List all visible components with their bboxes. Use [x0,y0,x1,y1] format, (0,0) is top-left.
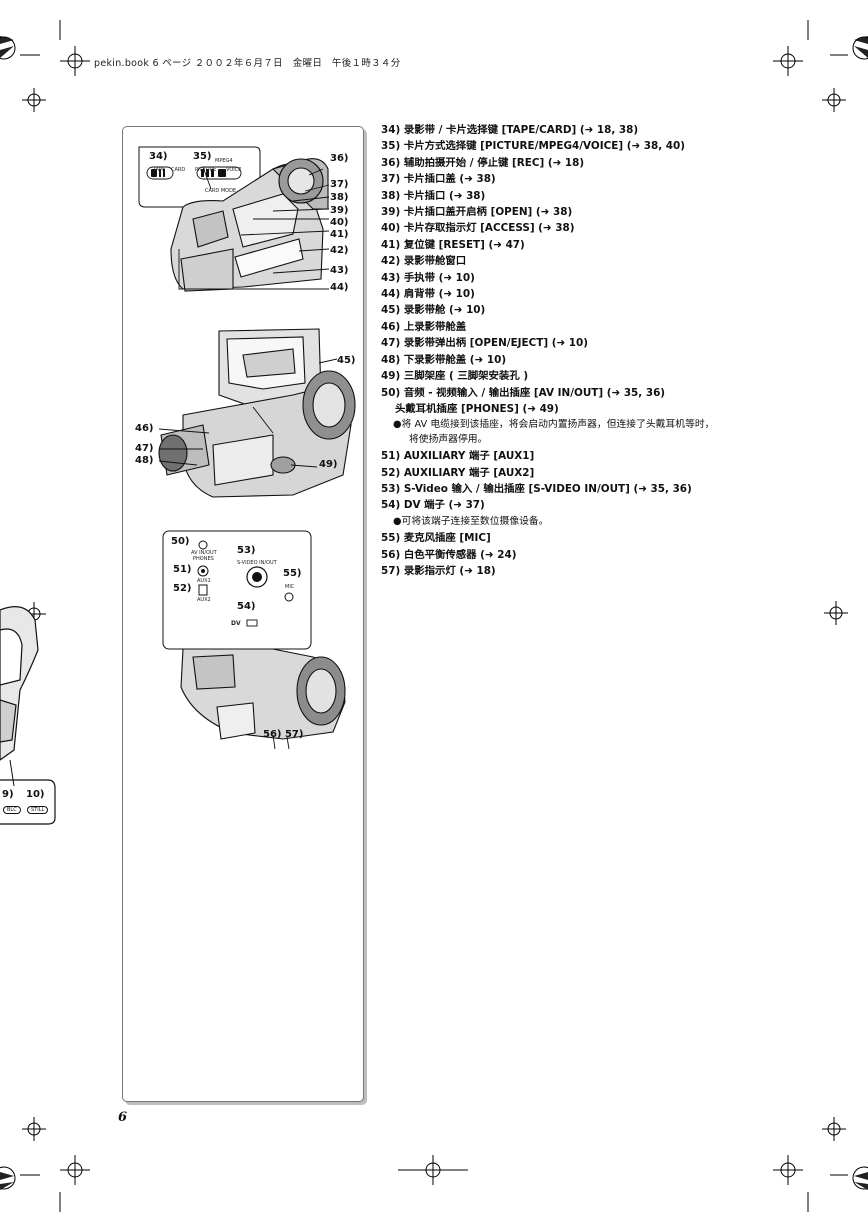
list-note-continued: 将使扬声器停用。 [409,433,488,445]
callout-39: 39) [330,205,349,216]
label-dv: DV [231,620,241,627]
callout-48: 48) [135,455,154,466]
list-item: 50) 音频 - 视频输入 / 输出插座 [AV IN/OUT] (➜ 35, … [381,386,666,399]
list-item: 57) 录影指示灯 (➜ 18) [381,564,496,577]
callout-35: 35) [193,151,212,162]
list-note: ●可将该端子连接至数位摄像设备。 [393,515,549,527]
list-item: 34) 录影带 / 卡片选择键 [TAPE/CARD] (➜ 18, 38) [381,124,639,136]
callout-37: 37) [330,179,349,190]
camcorder-top-figure [138,146,330,292]
label-card: CARD [171,167,186,173]
list-item: 39) 卡片插口盖开启柄 [OPEN] (➜ 38) [381,206,573,219]
page-number: 6 [118,1110,128,1125]
callout-47: 47) [135,443,154,454]
list-item: 52) AUXILIARY 端子 [AUX2] [381,466,535,479]
label-mpeg4: MPEG4 [215,158,233,164]
list-item: 37) 卡片插口盖 (➜ 38) [381,173,496,186]
callout-46: 46) [135,423,154,434]
label-mic: MIC [285,584,295,590]
label-card-mode: CARD MODE [205,188,237,194]
camcorder-rear-figure [158,328,356,498]
callout-55: 55) [283,568,302,579]
connector-figure [162,530,346,750]
callout-45: 45) [337,355,356,366]
list-item: 45) 录影带舱 (➜ 10) [381,304,486,317]
label-picture: PICTURE [195,167,217,173]
figure-panel: 34) 35) MPEG4 TAPE CARD PICTURE VOICE CA… [122,126,364,1102]
callout-50: 50) [171,536,190,547]
callout-49: 49) [319,459,338,470]
list-subitem: 头戴耳机插座 [PHONES] (➜ 49) [395,402,559,415]
list-item: 43) 手执带 (➜ 10) [381,271,475,284]
list-item: 41) 复位键 [RESET] (➜ 47) [381,238,525,251]
list-item: 35) 卡片方式选择键 [PICTURE/MPEG4/VOICE] (➜ 38,… [381,140,686,153]
label-svideo: S-VIDEO IN/OUT [237,560,277,566]
callout-9: 9) [2,789,14,800]
callout-40: 40) [330,217,349,228]
list-item: 40) 卡片存取指示灯 [ACCESS] (➜ 38) [381,222,575,235]
list-item: 38) 卡片插口 (➜ 38) [381,189,486,202]
label-phones: PHONES [193,556,214,562]
callout-34: 34) [149,151,168,162]
callout-38: 38) [330,192,349,203]
label-aux1: AUX1 [197,578,211,584]
still-button-label: STILL [27,806,49,814]
callout-56-57: 56) 57) [263,729,304,740]
callout-51: 51) [173,564,192,575]
list-item: 46) 上录影带舱盖 [381,320,467,333]
list-item: 49) 三脚架座 ( 三脚架安装孔 ) [381,370,529,383]
label-av-inout: AV IN/OUT [191,550,217,556]
list-item: 56) 白色平衡传感器 (➜ 24) [381,548,517,561]
list-item: 55) 麦克风插座 [MIC] [381,532,491,545]
print-header: pekin.book 6 ページ ２００２年６月７日 金曜日 午後１時３４分 [94,58,401,69]
list-note: ●将 AV 电缆接到该插座，将会启动内置扬声器，但连接了头戴耳机等时， [393,419,715,431]
list-item: 42) 录影带舱窗口 [381,255,467,268]
callout-10: 10) [26,789,45,800]
callout-53: 53) [237,545,256,556]
parts-list: 34) 录影带 / 卡片选择键 [TAPE/CARD] (➜ 18, 38) 3… [381,122,841,579]
list-item: 48) 下录影带舱盖 (➜ 10) [381,353,507,366]
list-item: 36) 辅助拍摄开始 / 停止键 [REC] (➜ 18) [381,156,585,169]
list-item: 54) DV 端子 (➜ 37) [381,499,485,512]
callout-43: 43) [330,265,349,276]
callout-52: 52) [173,583,192,594]
callout-54: 54) [237,601,256,612]
blc-button-label: BLC [3,806,21,814]
list-item: 51) AUXILIARY 端子 [AUX1] [381,450,535,463]
callout-36: 36) [330,153,349,164]
label-tape: TAPE [153,167,166,173]
callout-44: 44) [330,282,349,293]
label-voice: VOICE [226,167,242,173]
callout-41: 41) [330,229,349,240]
partial-camcorder-figure [0,606,56,825]
list-item: 44) 肩背带 (➜ 10) [381,288,475,301]
label-aux2: AUX2 [197,597,211,603]
callout-42: 42) [330,245,349,256]
list-item: 53) S-Video 输入 / 输出插座 [S-VIDEO IN/OUT] (… [381,482,692,495]
list-item: 47) 录影带弹出柄 [OPEN/EJECT] (➜ 10) [381,337,588,350]
